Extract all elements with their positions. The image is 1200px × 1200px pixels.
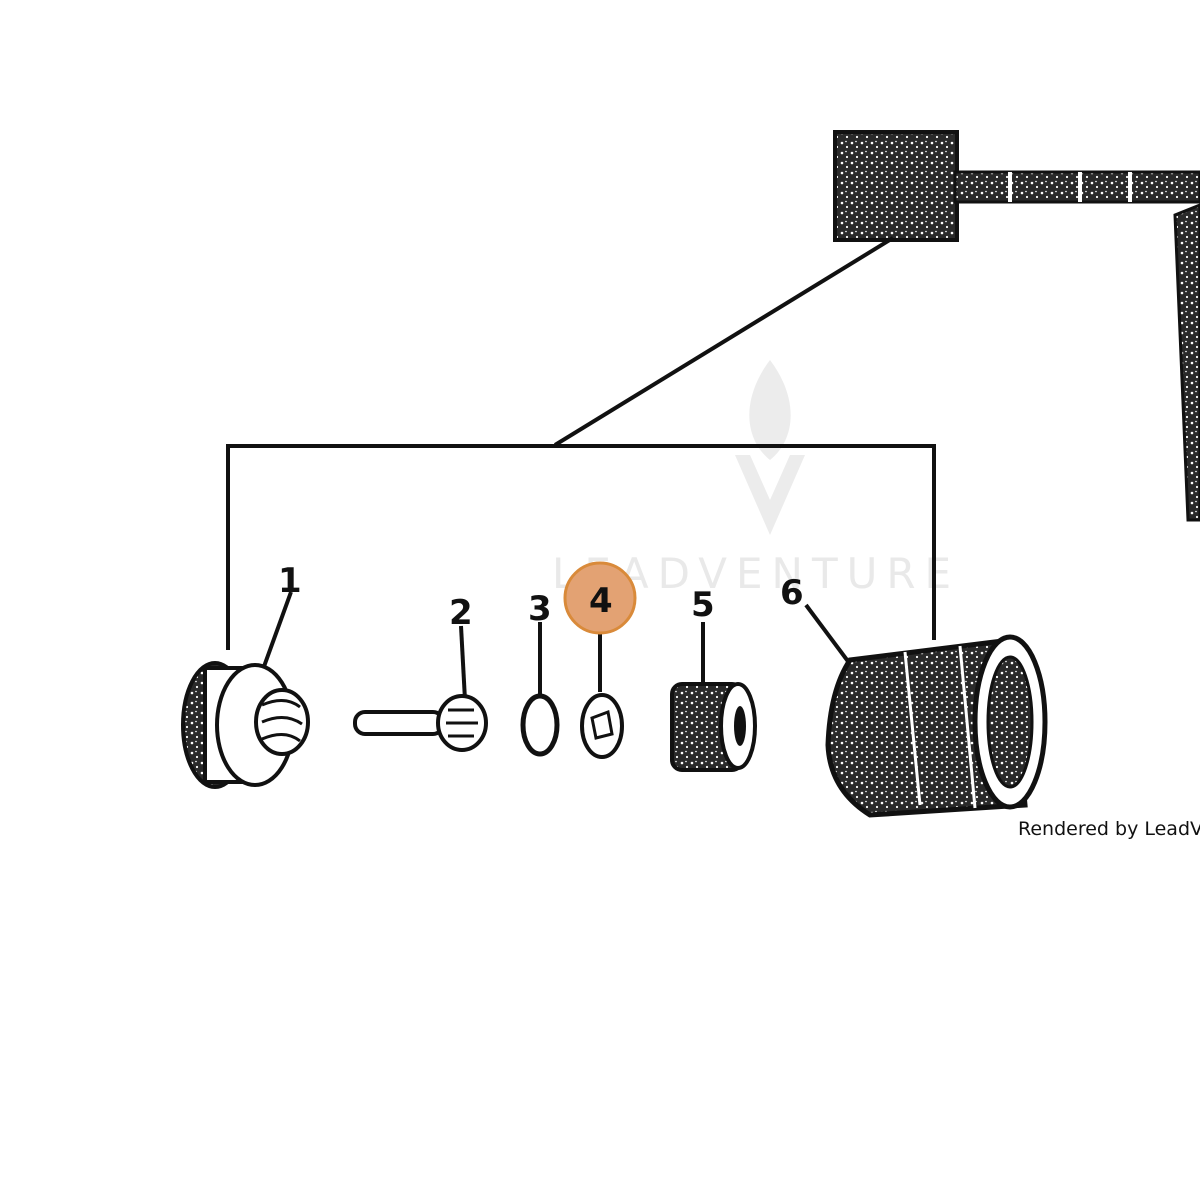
callout-5[interactable]: 5 <box>691 585 715 625</box>
part-1-valve-body <box>181 661 310 789</box>
render-credit: Rendered by LeadVent <box>1018 818 1200 840</box>
part-5-gear <box>670 682 757 772</box>
callout-2[interactable]: 2 <box>449 593 473 633</box>
callout-4[interactable]: 4 <box>589 581 613 621</box>
callout-3[interactable]: 3 <box>528 589 552 629</box>
callout-highlight-circle[interactable] <box>563 561 637 635</box>
part-4-seal <box>580 693 624 759</box>
pump-assembly <box>833 130 1200 522</box>
part-3-o-ring <box>520 693 560 757</box>
part-6-housing <box>825 634 1048 818</box>
callout-1[interactable]: 1 <box>278 561 302 601</box>
callout-6[interactable]: 6 <box>780 573 804 613</box>
part-2-pin <box>353 694 488 752</box>
leader-lines <box>226 236 936 701</box>
watermark: LEADVENTURE <box>552 360 951 598</box>
